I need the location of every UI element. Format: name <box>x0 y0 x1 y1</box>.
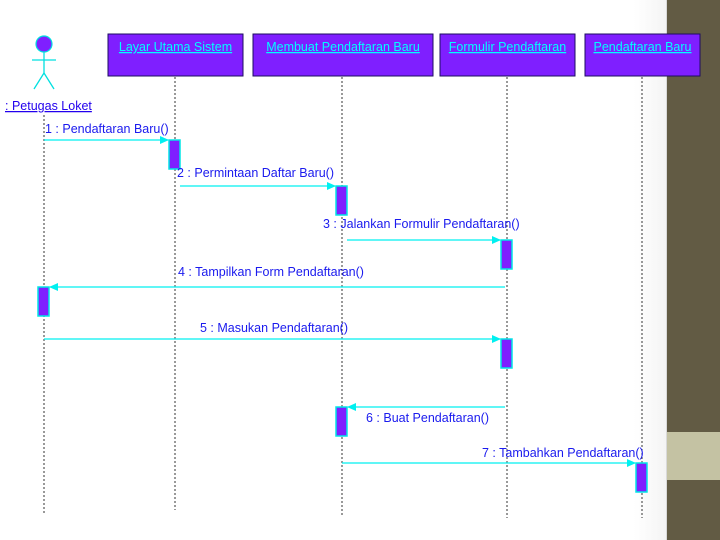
message-label: 6 : Buat Pendaftaran() <box>366 411 489 425</box>
activation-bar-formulir-1 <box>500 239 513 270</box>
message-label: 5 : Masukan Pendaftaran() <box>200 321 348 335</box>
message-5: 5 : Masukan Pendaftaran() <box>44 321 501 343</box>
object-label: Membuat Pendaftaran Baru <box>266 40 420 54</box>
message-7: 7 : Tambahkan Pendaftaran() <box>342 446 644 467</box>
object-box-pendaftaran-baru: Pendaftaran Baru <box>584 33 701 77</box>
decorative-side-bar-bottom <box>667 480 720 540</box>
object-box-membuat-pendaftaran-baru: Membuat Pendaftaran Baru <box>252 33 434 77</box>
message-3: 3 : Jalankan Formulir Pendaftaran() <box>323 217 520 244</box>
activation-bar-membuat-pendaftaran <box>335 185 348 216</box>
message-label: 4 : Tampilkan Form Pendaftaran() <box>178 265 364 279</box>
activation-bar-layar-utama <box>168 139 181 170</box>
object-box-formulir-pendaftaran: Formulir Pendaftaran <box>439 33 576 77</box>
message-label: 3 : Jalankan Formulir Pendaftaran() <box>323 217 520 231</box>
message-4: 4 : Tampilkan Form Pendaftaran() <box>49 265 505 291</box>
actor-stick-figure-icon <box>32 35 56 90</box>
actor-label: : Petugas Loket <box>5 99 92 113</box>
slide-edge-divider <box>666 0 667 540</box>
decorative-side-bar-accent <box>667 432 720 480</box>
activation-bar-petugas-loket <box>37 286 50 317</box>
message-1: 1 : Pendaftaran Baru() <box>44 122 169 144</box>
message-label: 1 : Pendaftaran Baru() <box>45 122 169 136</box>
object-label: Layar Utama Sistem <box>119 40 232 54</box>
object-label: Formulir Pendaftaran <box>449 40 566 54</box>
object-box-layar-utama-sistem: Layar Utama Sistem <box>107 33 244 77</box>
activation-bar-formulir-2 <box>500 338 513 369</box>
message-label: 2 : Permintaan Daftar Baru() <box>177 166 334 180</box>
activation-bar-pendaftaran-baru <box>635 462 648 493</box>
activation-bar-membuat-pendaftaran-2 <box>335 406 348 437</box>
object-label: Pendaftaran Baru <box>594 40 692 54</box>
message-label: 7 : Tambahkan Pendaftaran() <box>482 446 644 460</box>
message-6: 6 : Buat Pendaftaran() <box>347 403 505 425</box>
message-2: 2 : Permintaan Daftar Baru() <box>177 166 336 190</box>
